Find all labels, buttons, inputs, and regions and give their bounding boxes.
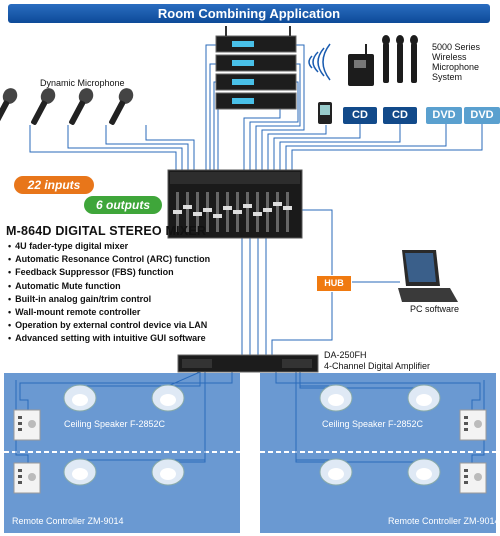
outputs-badge: 6 outputs — [84, 196, 162, 214]
cd-player-2: CD — [383, 107, 417, 124]
page-title: Room Combining Application — [8, 4, 490, 23]
dvd-player-2: DVD — [464, 107, 500, 124]
feature-item: Advanced setting with intuitive GUI soft… — [8, 332, 210, 345]
feature-item: Automatic Mute function — [8, 280, 210, 293]
feature-item: Operation by external control device via… — [8, 319, 210, 332]
feature-item: Feedback Suppressor (FBS) function — [8, 266, 210, 279]
remote-controller-label-right: Remote Controller ZM-9014 — [388, 516, 500, 526]
amp-description-label: 4-Channel Digital Amplifier — [324, 361, 431, 371]
feature-item: Automatic Resonance Control (ARC) functi… — [8, 253, 210, 266]
remote-controller-icon — [13, 409, 487, 494]
feature-item: Built-in analog gain/trim control — [8, 293, 210, 306]
feature-list: 4U fader-type digital mixer Automatic Re… — [8, 240, 210, 346]
handheld-wireless-mic-icon — [382, 35, 418, 83]
dynamic-microphone-icon — [0, 88, 134, 125]
ceiling-speaker-label-left: Ceiling Speaker F-2852C — [64, 419, 166, 429]
dvd-player-1: DVD — [426, 107, 462, 124]
hub-box: HUB — [316, 275, 352, 292]
portable-player-icon — [318, 102, 332, 124]
dynamic-microphone-label: Dynamic Microphone — [40, 78, 125, 88]
inputs-badge: 22 inputs — [14, 176, 94, 194]
ceiling-speaker-label-right: Ceiling Speaker F-2852C — [322, 419, 424, 429]
pc-software-label: PC software — [410, 304, 460, 314]
amplifier-icon — [177, 354, 319, 373]
wireless-receiver-stack-icon — [215, 26, 297, 110]
remote-controller-label-left: Remote Controller ZM-9014 — [12, 516, 124, 526]
feature-item: Wall-mount remote controller — [8, 306, 210, 319]
wireless-system-label: 5000 Series Wireless Microphone System — [432, 42, 481, 82]
laptop-icon — [398, 250, 458, 302]
wireless-waves-icon — [308, 43, 331, 81]
cd-player-1: CD — [343, 107, 377, 124]
feature-item: 4U fader-type digital mixer — [8, 240, 210, 253]
amp-model-label: DA-250FH — [324, 350, 367, 360]
mixer-title: M-864D DIGITAL STEREO MIXER — [6, 224, 207, 238]
bodypack-transmitter-icon — [348, 44, 374, 86]
digital-mixer-icon — [167, 169, 303, 239]
ceiling-speaker-icon — [63, 384, 441, 486]
